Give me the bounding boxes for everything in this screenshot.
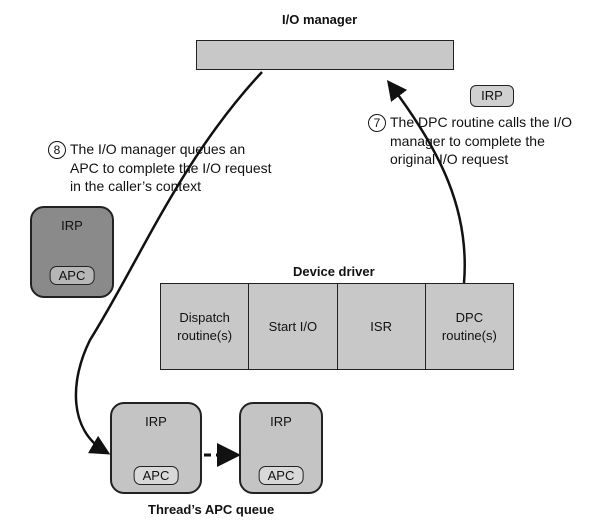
apc-queue-title: Thread’s APC queue [148, 502, 275, 517]
dispatch-routines-cell: Dispatch routine(s) [161, 284, 250, 369]
start-io-cell: Start I/O [249, 284, 338, 369]
device-driver-title: Device driver [293, 264, 375, 279]
apc-queue-apc-1: APC [133, 466, 179, 485]
dpc-to-manager-arrow [386, 80, 466, 284]
apc-queue-irp-2: IRP APC [239, 402, 323, 494]
step-8-number: 8 [48, 141, 66, 159]
io-manager-box [196, 40, 454, 70]
dpc-routines-label: DPC routine(s) [441, 309, 497, 343]
apc-queue-irp-1-label: IRP [145, 414, 167, 429]
dpc-routines-cell: DPC routine(s) [425, 284, 513, 369]
isr-label: ISR [370, 318, 392, 334]
small-irp-badge: IRP [470, 85, 514, 107]
pending-irp-box: IRP APC [30, 206, 114, 298]
step-7-number: 7 [368, 114, 386, 132]
apc-queue-irp-2-label: IRP [270, 414, 292, 429]
device-driver-table: Dispatch routine(s) Start I/O ISR DPC ro… [160, 283, 514, 370]
step-8-line-1: The I/O manager queues an [70, 141, 246, 157]
apc-queue-irp-1: IRP APC [110, 402, 202, 494]
pending-apc-pill: APC [49, 266, 95, 285]
start-io-label: Start I/O [268, 318, 318, 334]
dispatch-routines-label: Dispatch routine(s) [177, 309, 233, 343]
step-7-line-3: original I/O request [390, 151, 509, 167]
pending-irp-label: IRP [61, 218, 83, 233]
step-7-line-2: manager to complete the [390, 133, 545, 149]
step-7-line-1: The DPC routine calls the I/O [390, 114, 573, 130]
isr-cell: ISR [337, 284, 426, 369]
manager-to-apc-queue-arrow [74, 71, 263, 455]
step-8-line-3: in the caller’s context [70, 178, 201, 194]
io-manager-title: I/O manager [282, 12, 358, 27]
apc-queue-apc-2: APC [258, 466, 304, 485]
step-8-line-2: APC to complete the I/O request [70, 160, 272, 176]
